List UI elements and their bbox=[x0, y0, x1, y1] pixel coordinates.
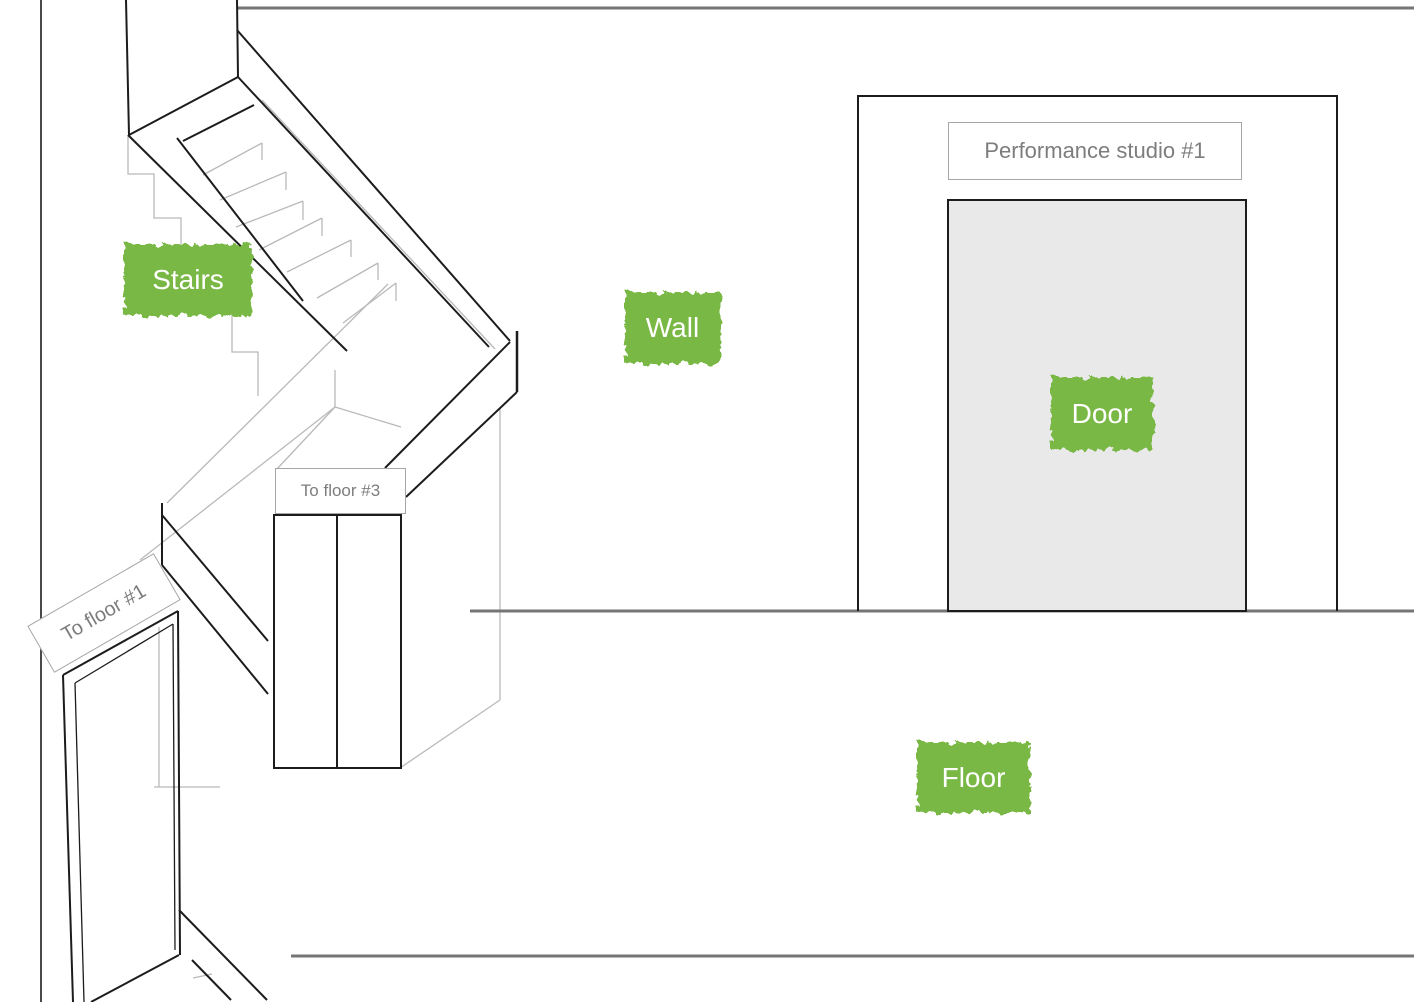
wall-floor-junction-lines bbox=[237, 6, 1414, 958]
doorway-to-floor-1 bbox=[62, 610, 268, 1002]
floor-hotspot[interactable]: Floor bbox=[917, 742, 1030, 813]
paint-swatch bbox=[1051, 377, 1153, 450]
sign-to-floor-3: To floor #3 bbox=[275, 468, 406, 514]
door-hotspot-label: Door bbox=[1071, 397, 1133, 429]
paint-swatch bbox=[124, 244, 252, 316]
construction-lines bbox=[127, 99, 501, 979]
elevator-doors bbox=[273, 514, 402, 769]
room-sign-performance-studio: Performance studio #1 bbox=[948, 122, 1242, 180]
wall-hotspot-label: Wall bbox=[645, 312, 700, 343]
door-hotspot[interactable]: Door bbox=[1051, 377, 1153, 450]
paint-swatch bbox=[625, 292, 720, 364]
sign-to-floor-3-text: To floor #3 bbox=[300, 481, 381, 500]
stairs-hotspot[interactable]: Stairs bbox=[124, 244, 252, 316]
paint-swatch bbox=[917, 742, 1030, 813]
room-sign-text: Performance studio #1 bbox=[984, 138, 1206, 163]
wall-hotspot[interactable]: Wall bbox=[625, 292, 720, 364]
floor-hotspot-label: Floor bbox=[941, 761, 1006, 793]
staircase-lines bbox=[40, 0, 519, 1002]
stairs-hotspot-label: Stairs bbox=[152, 264, 224, 295]
